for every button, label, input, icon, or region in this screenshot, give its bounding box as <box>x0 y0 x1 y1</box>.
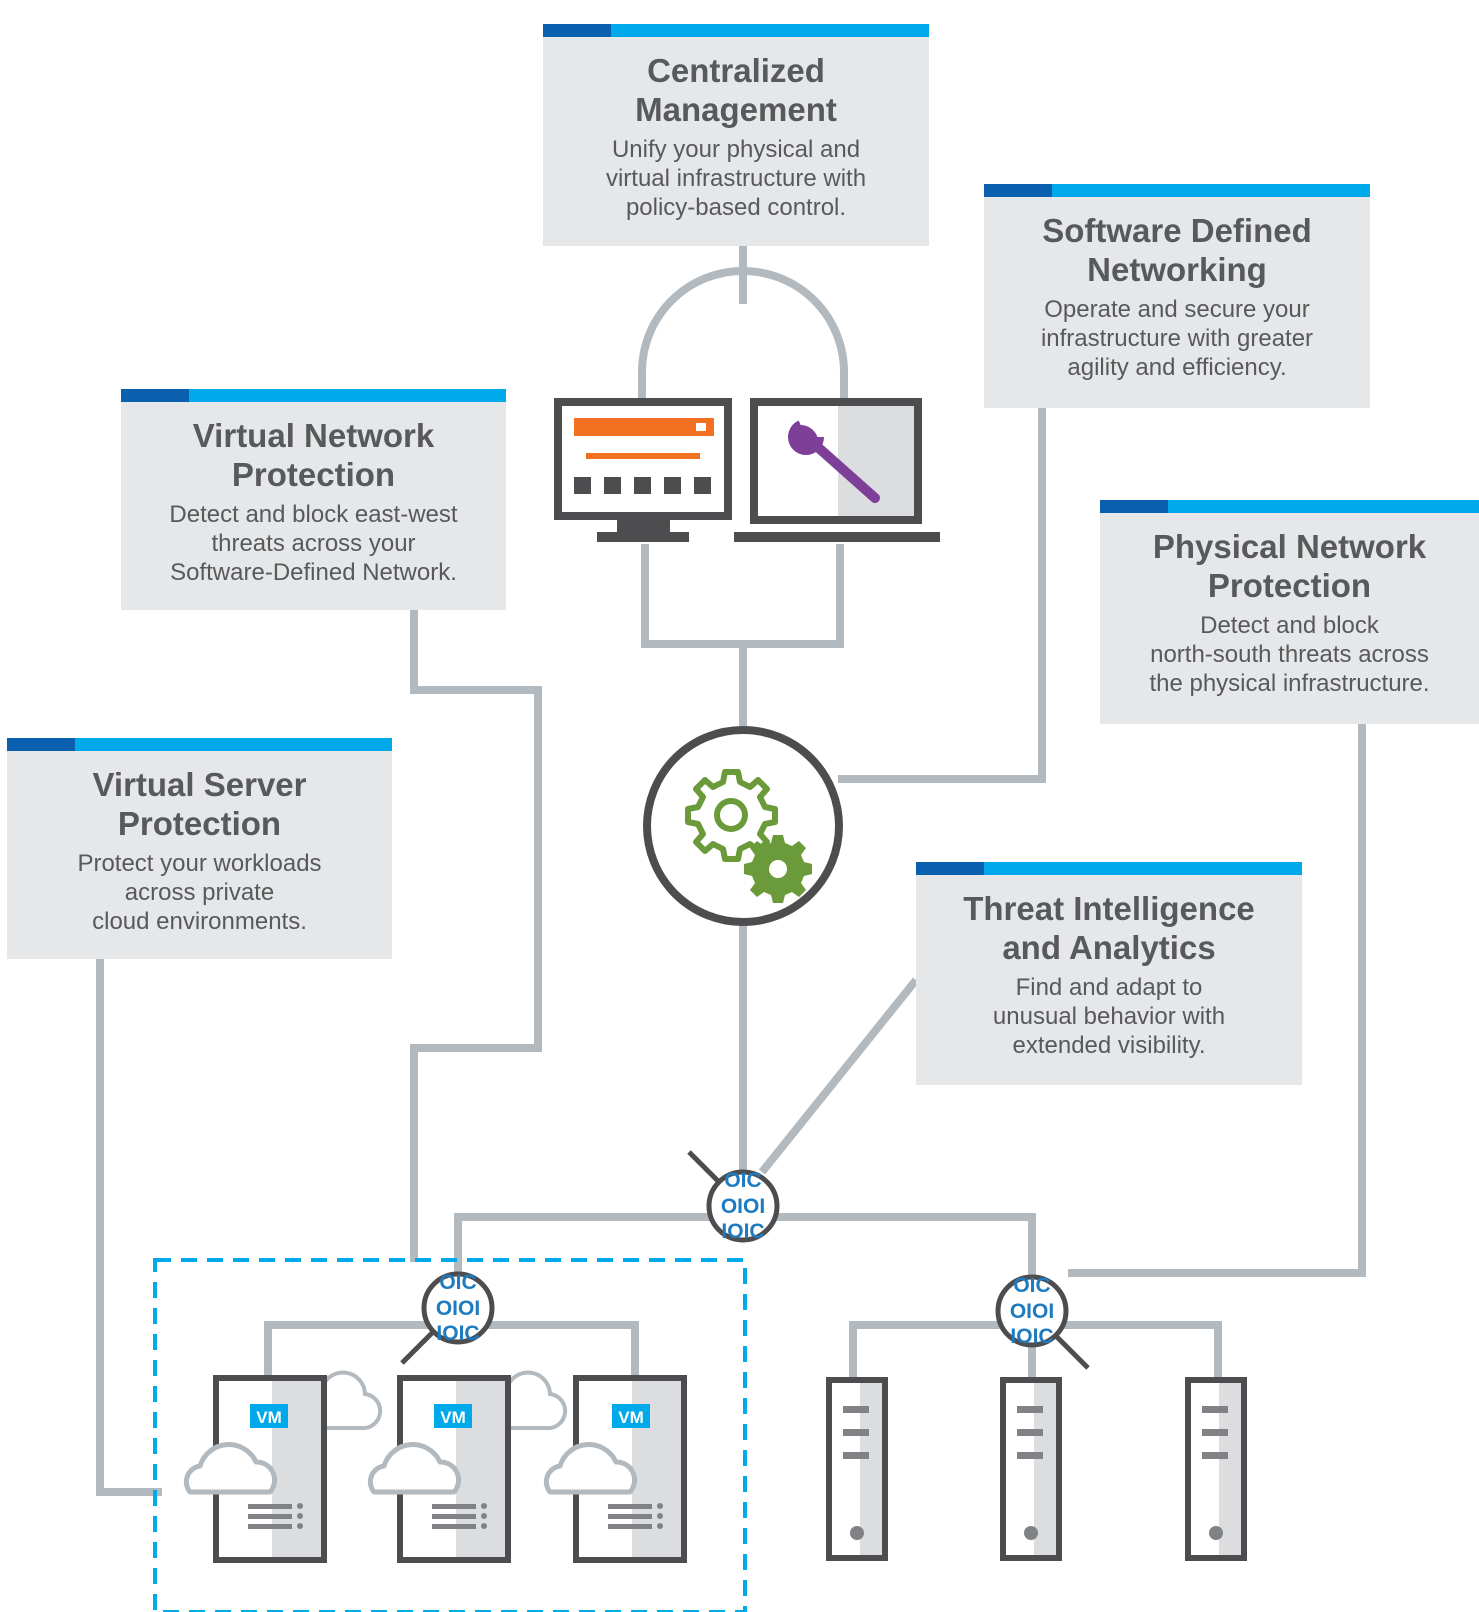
card-title: Virtual Server Protection <box>92 766 307 842</box>
vm-label: VM <box>618 1408 644 1427</box>
gear-hub-icon <box>643 726 843 926</box>
card-virtual-server-protection: Virtual Server Protection Protect your w… <box>7 738 392 959</box>
card-virtual-network-protection: Virtual Network Protection Detect and bl… <box>121 389 506 610</box>
vm-label: VM <box>440 1408 466 1427</box>
physical-server-2 <box>1000 1377 1062 1561</box>
monitor-icon <box>554 398 732 542</box>
vm-server-3: VM <box>543 1375 687 1563</box>
vm-server-2: VM <box>367 1370 568 1563</box>
inspector-glyph: IOIC <box>436 1322 479 1345</box>
inspector-glyph: OIC <box>724 1169 761 1192</box>
card-title: Software Defined Networking <box>1042 212 1312 288</box>
card-description: Unify your physical and virtual infrastr… <box>605 136 867 221</box>
inspector-virtual-icon: OIC OIOI IOIC <box>400 1271 495 1365</box>
card-title: Centralized Management <box>635 52 837 128</box>
cloud-icon <box>367 1442 462 1495</box>
card-description: Find and adapt to unusual behavior with … <box>992 974 1226 1059</box>
card-description: Protect your workloads across private cl… <box>77 850 322 935</box>
card-title: Threat Intelligence and Analytics <box>963 890 1255 966</box>
cloud-icon <box>183 1442 278 1495</box>
card-threat-intelligence-analytics: Threat Intelligence and Analytics Find a… <box>916 862 1302 1085</box>
card-accent-bar <box>121 389 506 402</box>
card-description: Detect and block north-south threats acr… <box>1149 612 1430 697</box>
card-accent-bar <box>7 738 392 751</box>
inspector-glyph: OIC <box>1013 1274 1050 1297</box>
inspector-glyph: OIOI <box>436 1297 480 1320</box>
card-description: Detect and block east-west threats acros… <box>169 501 458 586</box>
physical-server-3 <box>1185 1377 1247 1561</box>
wrench-icon <box>788 419 880 503</box>
laptop-icon <box>734 398 940 542</box>
card-title: Physical Network Protection <box>1152 528 1427 604</box>
card-centralized-management: Centralized Management Unify your physic… <box>543 24 929 246</box>
card-software-defined-networking: Software Defined Networking Operate and … <box>984 184 1370 408</box>
inspector-glyph: OIOI <box>1010 1300 1054 1323</box>
card-accent-bar <box>916 862 1302 875</box>
private-cloud-region <box>153 1258 747 1612</box>
inspector-physical-icon: OIC OIOI IOIC <box>995 1274 1090 1370</box>
gear-solid-icon <box>744 835 812 903</box>
card-title: Virtual Network Protection <box>192 417 435 493</box>
inspector-glyph: IOIC <box>1010 1325 1053 1348</box>
inspector-glyph: IOIC <box>721 1220 764 1243</box>
vm-label: VM <box>256 1408 282 1427</box>
inspector-glyph: OIC <box>439 1271 476 1294</box>
inspector-top-icon: OIC OIOI IOIC <box>687 1150 780 1243</box>
gear-outline-icon <box>685 769 778 862</box>
card-accent-bar <box>543 24 929 37</box>
card-physical-network-protection: Physical Network Protection Detect and b… <box>1100 500 1479 724</box>
card-description: Operate and secure your infrastructure w… <box>1040 296 1314 381</box>
inspector-glyph: OIOI <box>721 1195 765 1218</box>
cloud-icon <box>543 1442 638 1495</box>
card-accent-bar <box>984 184 1370 197</box>
physical-server-1 <box>826 1377 888 1561</box>
vm-server-1: VM <box>183 1370 383 1563</box>
card-accent-bar <box>1100 500 1479 513</box>
